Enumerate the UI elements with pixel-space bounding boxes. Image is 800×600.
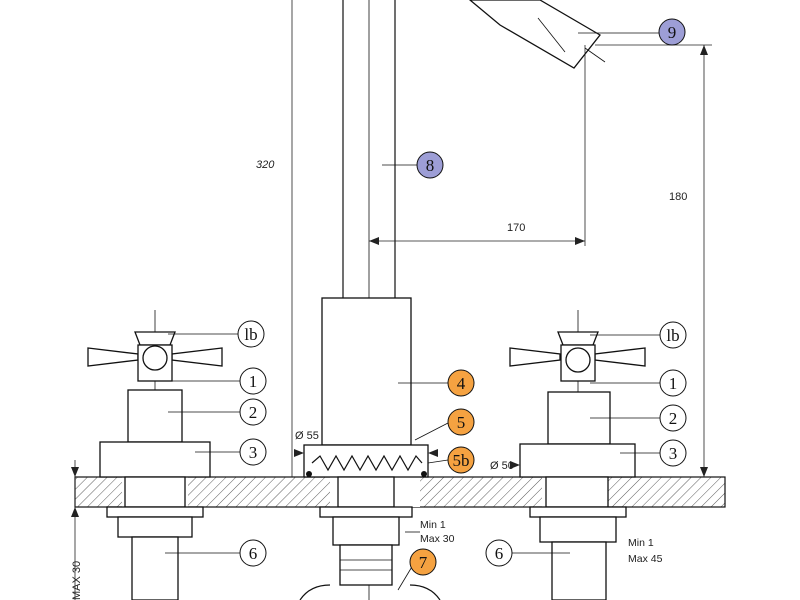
callout-5b: 5b <box>447 446 475 474</box>
callout-left-1-label: 1 <box>249 372 258 391</box>
callout-7-label: 7 <box>419 553 428 572</box>
callout-4: 4 <box>447 369 475 397</box>
callout-left-1b-label: lb <box>244 325 257 344</box>
callout-right-2: 2 <box>659 404 687 432</box>
leader-lines <box>165 32 660 591</box>
callout-left-1b: lb <box>237 320 265 348</box>
callout-8-label: 8 <box>426 156 435 175</box>
dim-height-total: 320 <box>256 159 275 171</box>
right-tap <box>509 310 646 600</box>
callout-left-6-label: 6 <box>249 544 258 563</box>
callout-right-3-label: 3 <box>669 444 678 463</box>
note-right-min: Min 1 <box>628 537 654 549</box>
callout-left-3-label: 3 <box>249 443 258 462</box>
callout-left-1: 1 <box>239 367 267 395</box>
callout-4-label: 4 <box>457 374 466 393</box>
callout-left-2-label: 2 <box>249 403 258 422</box>
callout-right-1-label: 1 <box>669 374 678 393</box>
spout-body <box>299 0 441 600</box>
callout-left-3: 3 <box>239 438 267 466</box>
note-center-max: Max 30 <box>420 533 455 545</box>
callout-5b-label: 5b <box>453 451 470 470</box>
callout-right-1: 1 <box>659 369 687 397</box>
callout-right-2-label: 2 <box>669 409 678 428</box>
dim-max-thickness: MAX 30 <box>71 561 83 600</box>
dim-diameter-right: Ø 50 <box>490 460 514 472</box>
callout-5: 5 <box>447 408 475 436</box>
callout-9: 9 <box>658 18 686 46</box>
callout-right-6-label: 6 <box>495 544 504 563</box>
dim-spout-reach: 170 <box>507 222 525 234</box>
callout-right-1b-label: lb <box>666 326 679 345</box>
callout-8: 8 <box>416 151 444 179</box>
callout-right-3: 3 <box>659 439 687 467</box>
callout-7: 7 <box>409 548 437 576</box>
callout-5-label: 5 <box>457 413 466 432</box>
note-center-min: Min 1 <box>420 519 446 531</box>
callout-left-2: 2 <box>239 398 267 426</box>
callout-left-6: 6 <box>239 539 267 567</box>
dim-spout-height: 180 <box>669 191 687 203</box>
spout-head <box>468 0 606 69</box>
callout-right-1b: lb <box>659 321 687 349</box>
callout-right-6: 6 <box>485 539 513 567</box>
note-right-max: Max 45 <box>628 553 663 565</box>
callout-9-label: 9 <box>668 23 677 42</box>
left-tap <box>87 310 223 600</box>
dimension-lines <box>71 0 712 600</box>
dim-diameter-center: Ø 55 <box>295 430 319 442</box>
